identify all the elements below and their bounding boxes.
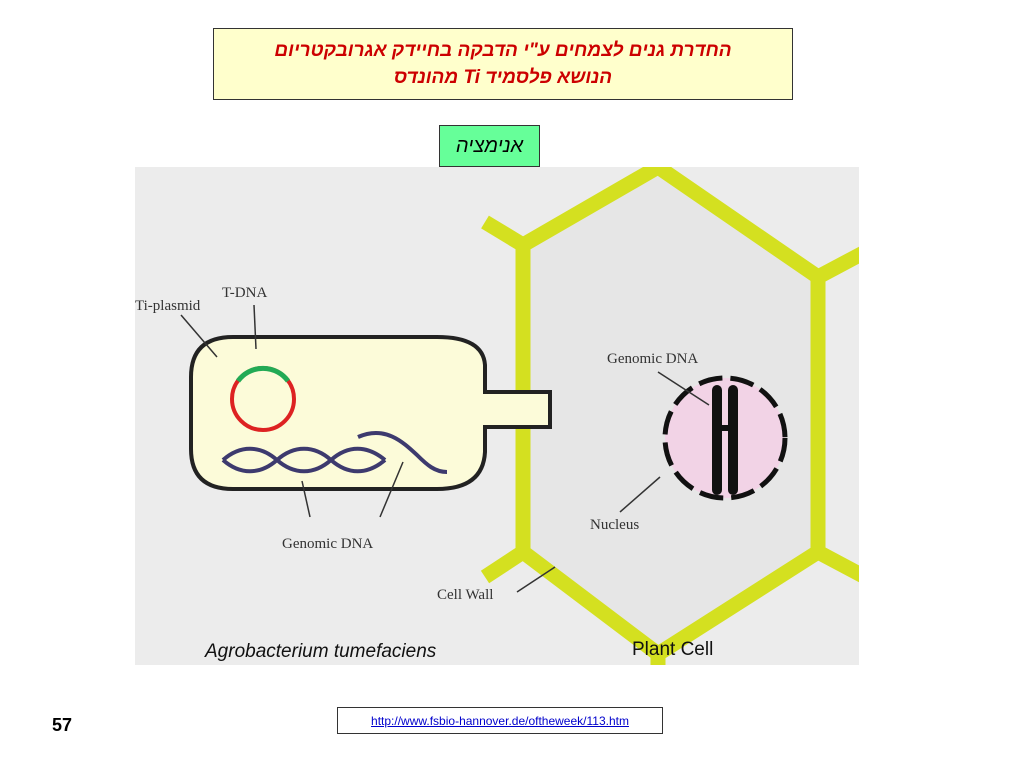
bacterial-genomic-dna-tail xyxy=(357,430,448,474)
pointer-genomic-dna-1 xyxy=(301,480,311,518)
t-dna-segment xyxy=(235,365,291,383)
label-cell-wall: Cell Wall xyxy=(437,587,493,603)
plant-cell-wall xyxy=(480,167,859,665)
pointer-ti-plasmid xyxy=(180,314,218,358)
pointer-cell-wall xyxy=(516,566,556,593)
cell-wall-left-bottom-branch xyxy=(480,545,528,584)
label-nucleus: Nucleus xyxy=(590,517,639,533)
agrobacterium-diagram: Ti-plasmid T-DNA Genomic DNA Genomic DNA… xyxy=(135,167,859,665)
title-line-1: החדרת גנים לצמחים ע"י הדבקה בחיידק אגרוב… xyxy=(274,40,732,61)
label-ti-plasmid: Ti-plasmid xyxy=(135,298,201,314)
source-link-box: http://www.fsbio-hannover.de/oftheweek/1… xyxy=(337,707,663,734)
cell-wall-right-top-branch xyxy=(814,246,859,284)
chromosome-left xyxy=(712,385,722,495)
animation-button[interactable]: אנימציה xyxy=(439,125,540,167)
title-line-2: הנושא פלסמיד Ti מהונדס xyxy=(393,67,613,88)
label-pointers xyxy=(180,304,710,593)
page-number: 57 xyxy=(52,715,73,735)
cell-wall-left-top-branch xyxy=(481,215,527,252)
pointer-t-dna xyxy=(253,304,257,350)
chromosome-right xyxy=(728,385,738,495)
label-genomic-dna-bacterium: Genomic DNA xyxy=(282,536,373,552)
label-t-dna: T-DNA xyxy=(222,285,267,301)
cell-wall-right-bottom-branch xyxy=(814,545,859,583)
nucleus xyxy=(665,378,785,498)
bacterial-genomic-dna-strand-2 xyxy=(221,446,387,474)
pointer-genomic-dna-2 xyxy=(379,461,404,518)
bacterial-genomic-dna xyxy=(221,446,387,474)
source-link[interactable]: http://www.fsbio-hannover.de/oftheweek/1… xyxy=(371,713,629,728)
slide-title: החדרת גנים לצמחים ע"י הדבקה בחיידק אגרוב… xyxy=(213,28,793,100)
chromosome-centromere xyxy=(713,425,737,431)
caption-agrobacterium: Agrobacterium tumefaciens xyxy=(204,641,437,662)
label-genomic-dna-plant: Genomic DNA xyxy=(607,351,698,367)
pointer-plant-genomic-dna xyxy=(657,371,710,406)
pointer-nucleus xyxy=(619,476,661,513)
nuclear-envelope xyxy=(662,375,788,501)
caption-plant-cell: Plant Cell xyxy=(632,639,713,660)
